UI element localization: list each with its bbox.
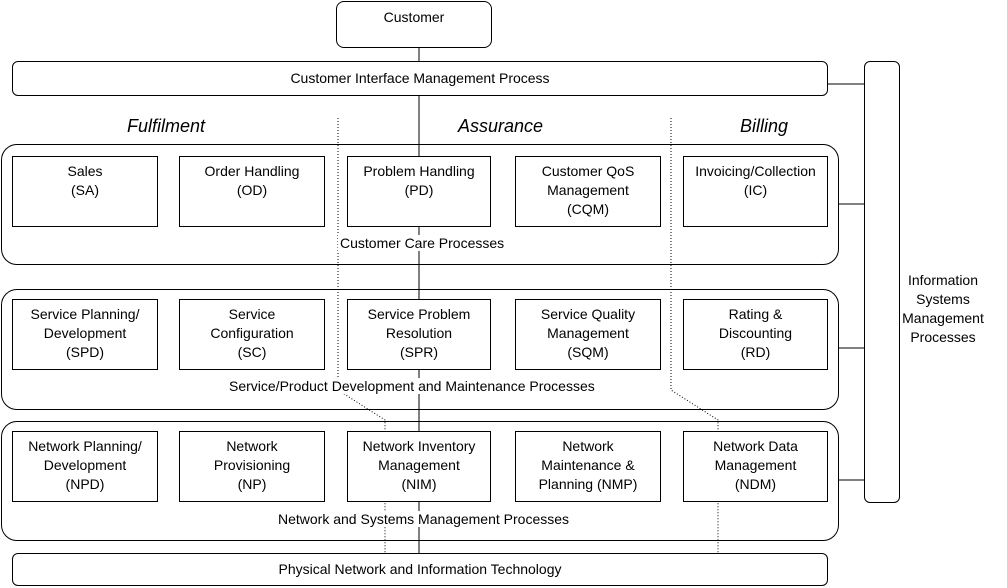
header-fulfilment: Fulfilment <box>127 116 206 136</box>
header-assurance: Assurance <box>458 116 544 136</box>
cell-rating-discounting: Rating &Discounting(RD) <box>683 299 828 370</box>
customer-box: Customer <box>336 1 492 48</box>
cell-invoicing-collection: Invoicing/Collection(IC) <box>683 156 828 227</box>
information-systems-bar <box>864 61 900 503</box>
cell-order-handling: Order Handling(OD) <box>179 156 325 227</box>
header-billing: Billing <box>740 116 789 136</box>
customer-care-group <box>1 144 839 265</box>
cell-problem-handling: Problem Handling(PD) <box>347 156 491 227</box>
service-product-label: Service/Product Development and Maintena… <box>227 378 597 394</box>
customer-care-label: Customer Care Processes <box>338 235 507 251</box>
customer-interface-bar: Customer Interface Management Process <box>12 61 828 96</box>
service-product-group <box>1 289 839 410</box>
assurance-billing-divider <box>670 118 719 553</box>
fulfilment-assurance-divider <box>337 118 386 553</box>
network-systems-group <box>1 421 839 541</box>
customer-interface-label: Customer Interface Management Process <box>290 70 550 86</box>
customer-label: Customer <box>383 9 445 25</box>
cell-sales: Sales(SA) <box>12 156 158 227</box>
network-systems-label: Network and Systems Management Processes <box>276 511 572 527</box>
cell-network-planning-development: Network Planning/Development(NPD) <box>12 431 158 502</box>
information-systems-label: Information Systems Management Processes <box>902 272 984 345</box>
cell-service-planning-development: Service Planning/Development(SPD) <box>12 299 158 370</box>
physical-network-bar: Physical Network and Information Technol… <box>12 553 828 586</box>
physical-network-label: Physical Network and Information Technol… <box>278 561 562 577</box>
